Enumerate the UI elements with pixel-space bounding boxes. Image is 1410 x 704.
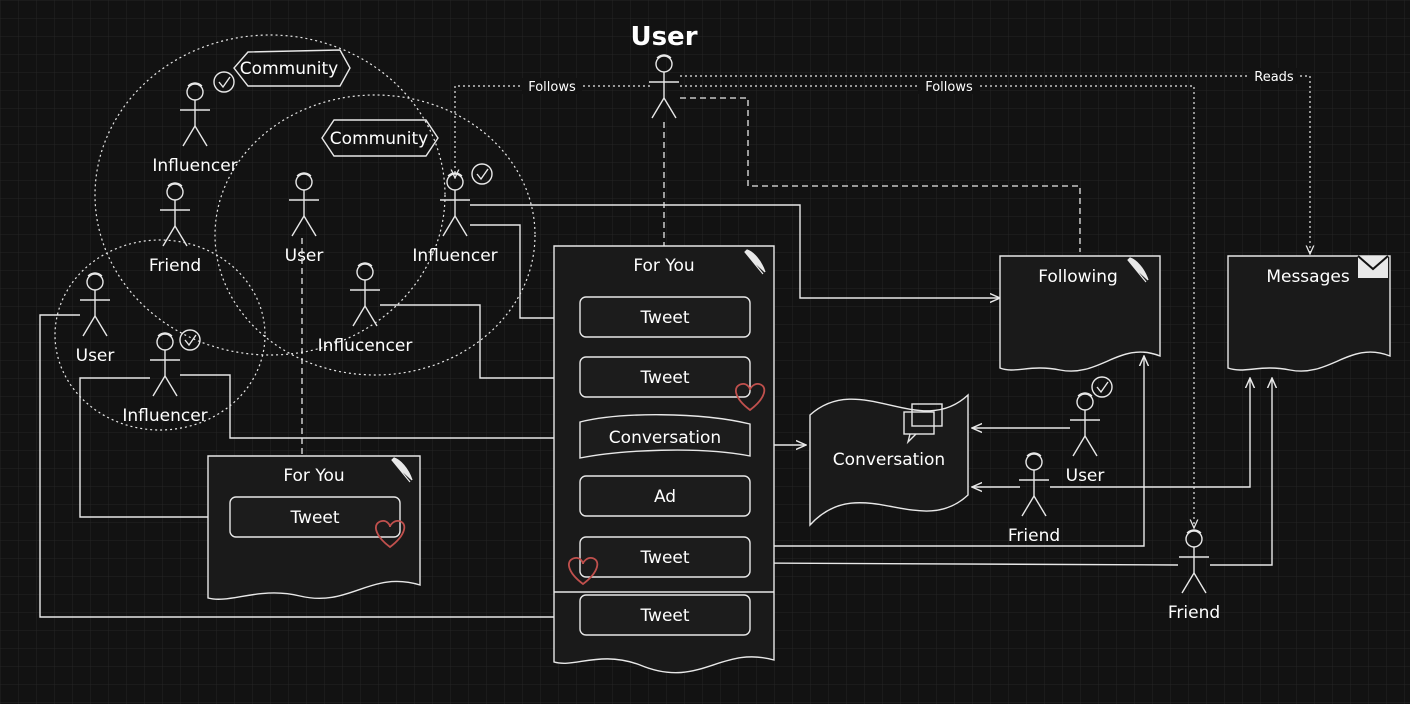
edge <box>1210 378 1272 566</box>
reads-edge <box>680 75 1310 254</box>
feed-title: For You <box>283 466 344 486</box>
edge <box>470 204 1000 298</box>
actor-label: Influcencer <box>318 336 413 356</box>
messages-title: Messages <box>1266 267 1350 287</box>
community-circle-1 <box>94 34 446 356</box>
chat-bubbles-icon <box>903 403 943 445</box>
feed-item-tweet[interactable]: Tweet <box>229 496 406 548</box>
actor-label: User <box>1066 466 1105 486</box>
edge <box>180 374 578 438</box>
actor-label: Friend <box>149 256 201 276</box>
actor-label: Friend <box>1008 526 1060 546</box>
community-label: Community <box>240 59 338 79</box>
edge <box>39 314 578 617</box>
feed-item-conversation[interactable]: Conversation <box>579 414 751 459</box>
actor-label: User <box>76 346 115 366</box>
feed-item-label: Tweet <box>639 548 689 568</box>
edge <box>470 224 578 318</box>
community-circle-2 <box>214 94 536 376</box>
feed-item-tweet[interactable]: Tweet <box>579 594 751 636</box>
community-badge-1: Community <box>233 49 351 87</box>
follows-edge-right <box>680 85 1194 528</box>
feed-item-ad[interactable]: Ad <box>579 475 751 517</box>
actor-label: Influencer <box>412 246 497 266</box>
edge <box>1050 378 1250 488</box>
community-circle-3 <box>54 239 266 431</box>
feed-item-tweet[interactable]: Tweet <box>579 356 766 411</box>
community-badge-2: Community <box>321 119 439 157</box>
envelope-icon <box>1357 255 1389 278</box>
edge-label: Reads <box>1254 70 1294 85</box>
feed-item-label: Tweet <box>639 308 689 328</box>
community-label: Community <box>330 129 428 149</box>
actor-label: Influencer <box>152 156 237 176</box>
edge <box>79 377 228 517</box>
edge <box>752 563 1179 565</box>
edge-label: Follows <box>528 80 576 95</box>
following-title: Following <box>1038 267 1118 287</box>
feed-title: For You <box>633 256 694 276</box>
feed-item-tweet[interactable]: Tweet <box>579 296 751 338</box>
edge <box>752 356 1144 547</box>
feed-item-label: Tweet <box>639 368 689 388</box>
feed-item-label: Tweet <box>639 606 689 626</box>
actor-label: Influencer <box>122 406 207 426</box>
diagram-title: User <box>630 22 697 52</box>
follows-edge-left <box>455 85 650 178</box>
following-panel[interactable]: Following <box>999 255 1161 372</box>
messages-panel[interactable]: Messages <box>1227 255 1391 372</box>
feed-item-label: Ad <box>654 487 676 507</box>
feed-item-tweet[interactable]: Tweet <box>567 536 751 585</box>
feed-item-label: Tweet <box>289 508 339 528</box>
user-to-following-edge <box>680 97 1081 252</box>
actor-label: User <box>285 246 324 266</box>
edge-label: Follows <box>925 80 973 95</box>
conversation-panel[interactable]: Conversation <box>809 393 969 527</box>
edge <box>380 304 578 378</box>
conversation-title: Conversation <box>833 450 945 470</box>
feed-item-label: Conversation <box>609 428 721 448</box>
actor-label: Friend <box>1168 603 1220 623</box>
